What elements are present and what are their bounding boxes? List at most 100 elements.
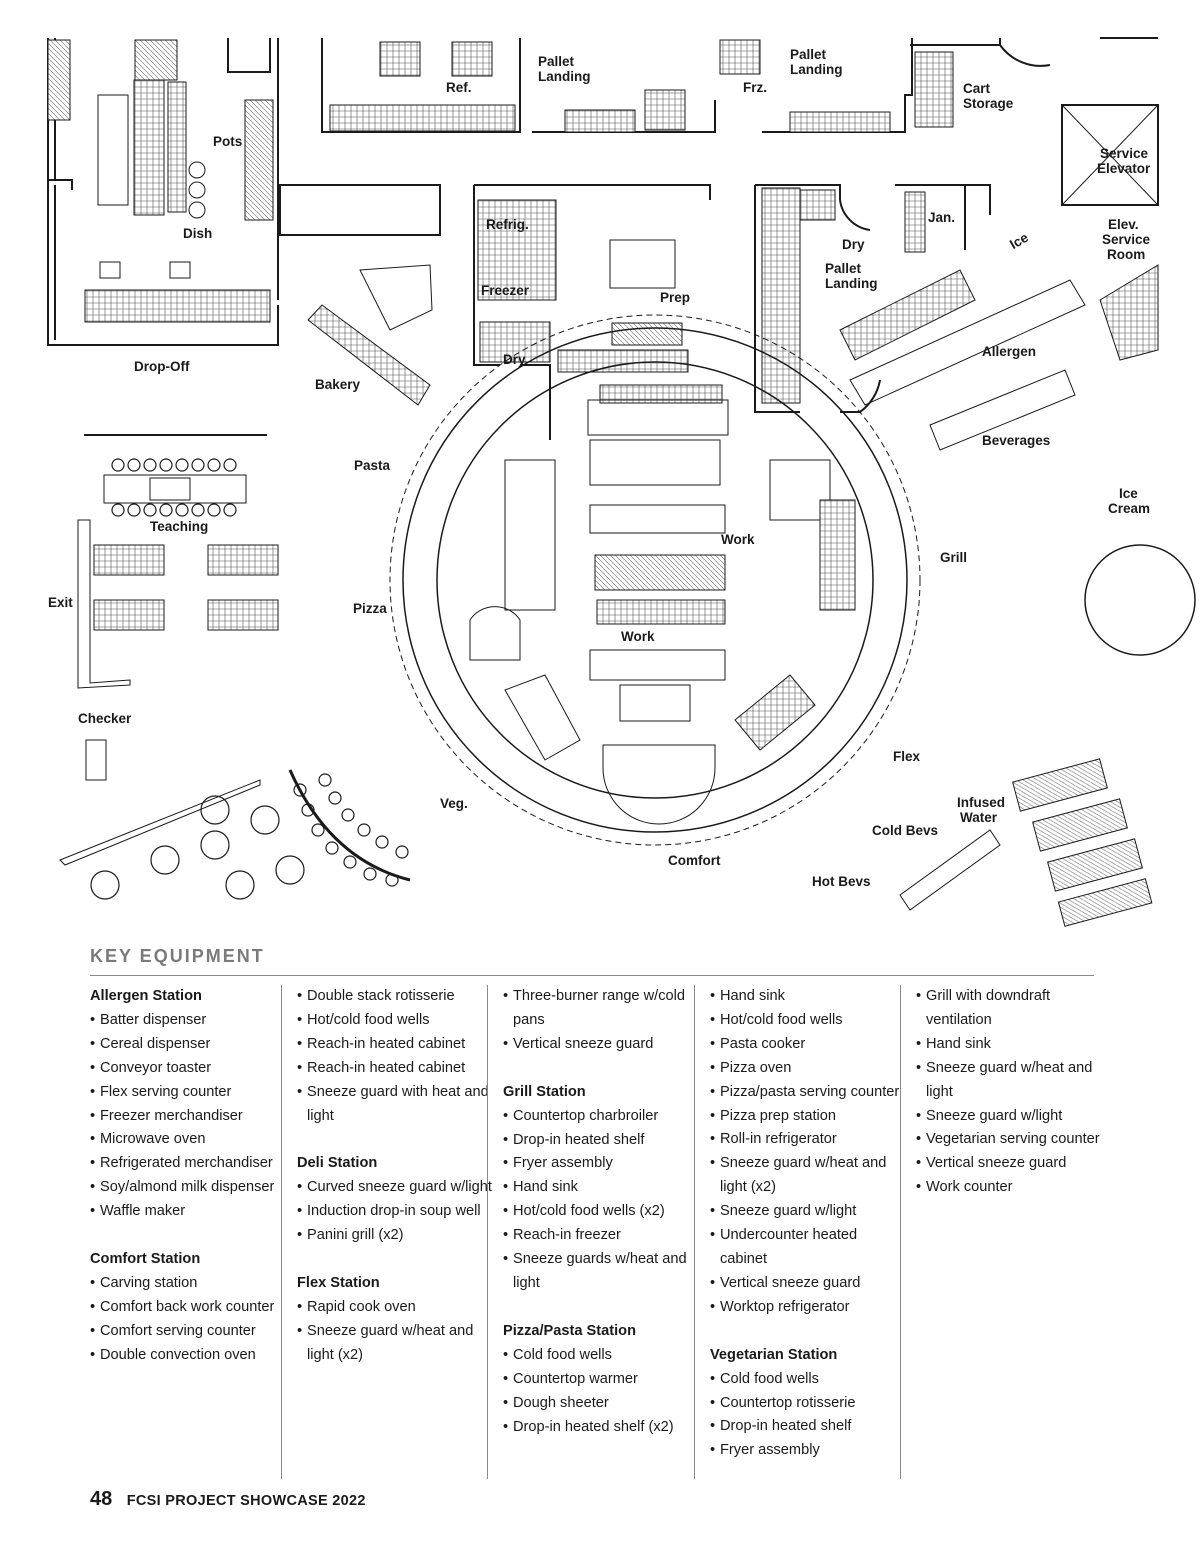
equipment-item: Sneeze guard w/light [710, 1200, 906, 1224]
equipment-list: Carving stationComfort back work counter… [90, 1272, 276, 1368]
equipment-list: Three-burner range w/cold pansVertical s… [503, 985, 699, 1057]
equipment-item: Pizza/pasta serving counter [710, 1081, 906, 1105]
station-heading: Pizza/Pasta Station [503, 1322, 637, 1339]
equipment-item: Pizza oven [710, 1057, 906, 1081]
publication-title: FCSI PROJECT SHOWCASE 2022 [126, 1493, 366, 1509]
equipment-item: Undercounter heated cabinet [710, 1224, 906, 1272]
ring-stations [389, 314, 921, 846]
equipment-list: Batter dispenserCereal dispenserConveyor… [90, 1009, 276, 1224]
equipment-item: Reach-in heated cabinet [297, 1057, 493, 1081]
equipment-item: Freezer merchandiser [90, 1105, 276, 1129]
equipment-item: Comfort back work counter [90, 1296, 276, 1320]
equipment-list: Hand sinkHot/cold food wellsPasta cooker… [710, 985, 906, 1320]
equipment-item: Sneeze guard w/heat and light (x2) [297, 1320, 493, 1368]
equipment-item: Countertop charbroiler [503, 1105, 699, 1129]
label-refrig: Refrig. [486, 217, 529, 232]
equipment-item: Grill with downdraft ventilation [916, 985, 1112, 1033]
equipment-item: Sneeze guards w/heat and light [503, 1248, 699, 1296]
equipment-column-5: Grill with downdraft ventilationHand sin… [900, 985, 1112, 1479]
equipment-item: Sneeze guard w/heat and light [916, 1057, 1112, 1105]
equipment-list: Double stack rotisserieHot/cold food wel… [297, 985, 493, 1128]
equipment-item: Hand sink [710, 985, 906, 1009]
equipment-item: Vertical sneeze guard [916, 1152, 1112, 1176]
group-spacer [297, 1128, 493, 1152]
key-equipment-list: Allergen StationBatter dispenserCereal d… [90, 985, 1110, 1481]
equipment-item: Cold food wells [503, 1344, 699, 1368]
label-dry-1: Dry [842, 237, 865, 252]
equipment-column-2: Double stack rotisserieHot/cold food wel… [281, 985, 493, 1479]
label-cold-bevs: Cold Bevs [872, 823, 938, 838]
equipment-item: Conveyor toaster [90, 1057, 276, 1081]
group-spacer [90, 1224, 276, 1248]
equipment-item: Refrigerated merchandiser [90, 1152, 276, 1176]
equipment-item: Hand sink [503, 1176, 699, 1200]
station-heading: Deli Station [297, 1155, 378, 1172]
label-grill: Grill [940, 550, 967, 565]
label-bakery: Bakery [315, 377, 361, 392]
equipment-item: Fryer assembly [710, 1439, 906, 1463]
label-work-1: Work [721, 532, 755, 547]
equipment-list: Cold food wellsCountertop rotisserieDrop… [710, 1368, 906, 1464]
label-hot-bevs: Hot Bevs [812, 874, 871, 889]
equipment-item: Vegetarian serving counter [916, 1128, 1112, 1152]
key-equipment-title: KEY EQUIPMENT [90, 946, 265, 966]
equipment-list: Grill with downdraft ventilationHand sin… [916, 985, 1112, 1200]
equipment-item: Vertical sneeze guard [503, 1033, 699, 1057]
label-dry-2: Dry [503, 352, 526, 367]
equipment-item: Double stack rotisserie [297, 985, 493, 1009]
equipment-item: Rapid cook oven [297, 1296, 493, 1320]
equipment-item: Drop-in heated shelf [503, 1129, 699, 1153]
equipment-item: Soy/almond milk dispenser [90, 1176, 276, 1200]
equipment-item: Microwave oven [90, 1128, 276, 1152]
equipment-column-4: Hand sinkHot/cold food wellsPasta cooker… [694, 985, 906, 1479]
equipment-item: Cold food wells [710, 1368, 906, 1392]
equipment-list: Countertop charbroilerDrop-in heated she… [503, 1105, 699, 1296]
equipment-item: Three-burner range w/cold pans [503, 985, 699, 1033]
group-spacer [297, 1248, 493, 1272]
plan-equipment [47, 39, 1196, 927]
equipment-item: Waffle maker [90, 1200, 276, 1224]
equipment-item: Reach-in heated cabinet [297, 1033, 493, 1057]
label-pizza: Pizza [353, 601, 387, 616]
equipment-item: Comfort serving counter [90, 1320, 276, 1344]
equipment-list: Cold food wellsCountertop warmerDough sh… [503, 1344, 699, 1440]
equipment-column-3: Three-burner range w/cold pansVertical s… [487, 985, 699, 1479]
label-comfort: Comfort [668, 853, 721, 868]
label-jan: Jan. [928, 210, 955, 225]
equipment-item: Hand sink [916, 1033, 1112, 1057]
page-footer: 48 FCSI PROJECT SHOWCASE 2022 [90, 1488, 366, 1518]
equipment-item: Reach-in freezer [503, 1224, 699, 1248]
label-allergen: Allergen [982, 344, 1036, 359]
equipment-item: Pizza prep station [710, 1105, 906, 1129]
label-drop-off: Drop-Off [134, 359, 190, 374]
station-heading: Grill Station [503, 1083, 586, 1100]
label-beverages: Beverages [982, 433, 1050, 448]
label-prep: Prep [660, 290, 690, 305]
group-spacer [503, 1057, 699, 1081]
group-spacer [710, 1320, 906, 1344]
equipment-item: Drop-in heated shelf (x2) [503, 1416, 699, 1440]
label-frz: Frz. [743, 80, 767, 95]
equipment-item: Countertop warmer [503, 1368, 699, 1392]
station-heading: Allergen Station [90, 988, 202, 1004]
station-heading: Flex Station [297, 1275, 380, 1292]
label-freezer: Freezer [481, 283, 530, 298]
equipment-item: Hot/cold food wells (x2) [503, 1200, 699, 1224]
equipment-item: Batter dispenser [90, 1009, 276, 1033]
equipment-item: Curved sneeze guard w/light [297, 1176, 493, 1200]
label-work-2: Work [621, 629, 655, 644]
label-dish: Dish [183, 226, 212, 241]
label-veg: Veg. [440, 796, 468, 811]
equipment-item: Dough sheeter [503, 1392, 699, 1416]
station-heading: Comfort Station [90, 1251, 201, 1268]
equipment-item: Drop-in heated shelf [710, 1415, 906, 1439]
equipment-item: Sneeze guard with heat and light [297, 1081, 493, 1129]
